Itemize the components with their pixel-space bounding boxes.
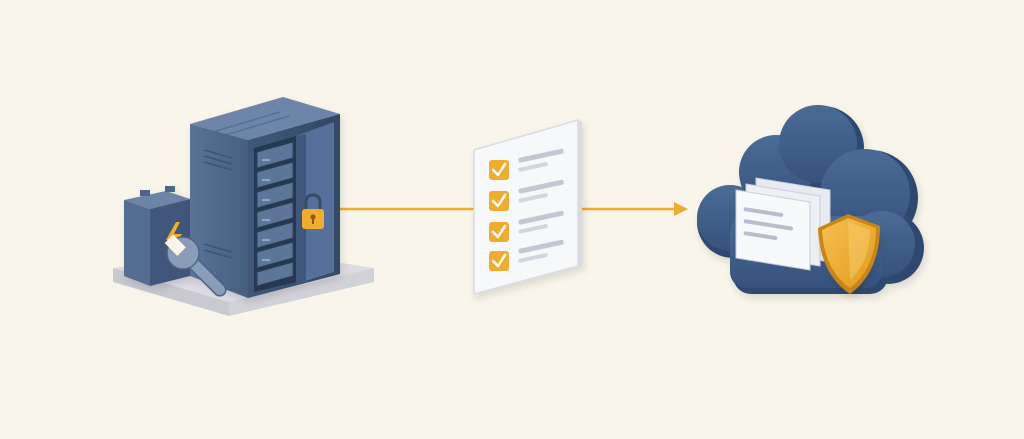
checkbox-checked-icon xyxy=(489,222,509,242)
checkbox-checked-icon xyxy=(489,191,509,211)
battery-icon xyxy=(124,186,190,286)
shield-icon xyxy=(818,214,880,294)
checklist-item xyxy=(489,210,564,242)
server-rack-icon xyxy=(190,97,340,298)
cloud-storage xyxy=(697,105,924,294)
wrench-icon xyxy=(164,234,227,297)
stacked-documents-icon xyxy=(735,177,831,271)
connector-checklist-to-cloud xyxy=(578,202,688,216)
rack-door xyxy=(296,122,334,284)
on-prem-server xyxy=(113,97,374,316)
padlock-icon xyxy=(302,193,324,229)
checklist-item xyxy=(489,179,564,211)
checklist-item xyxy=(489,148,564,180)
arrow-head-icon xyxy=(674,202,688,216)
checklist xyxy=(473,119,582,295)
checklist-item xyxy=(489,239,564,271)
rack-units xyxy=(256,141,294,287)
checkbox-checked-icon xyxy=(489,160,509,180)
checkbox-checked-icon xyxy=(489,251,509,271)
